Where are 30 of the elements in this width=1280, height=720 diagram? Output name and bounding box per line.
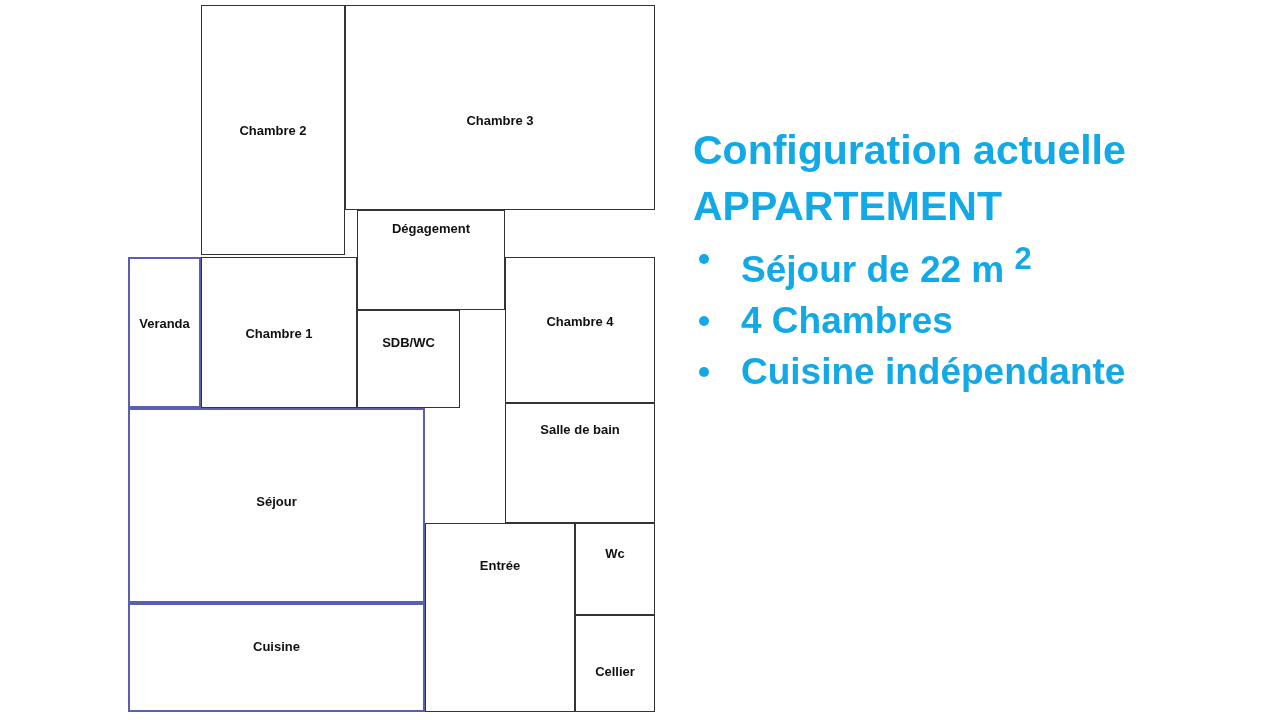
room-outline: [201, 5, 345, 255]
room-label: Cuisine: [252, 639, 301, 654]
room-label: Chambre 2: [238, 123, 308, 138]
title: Configuration actuelle APPARTEMENT: [693, 126, 1127, 231]
room-outline: [505, 403, 655, 523]
room-outline: [201, 257, 357, 408]
room-label: SDB/WC: [381, 335, 436, 350]
room-label: Chambre 1: [244, 326, 314, 341]
room-outline: [575, 615, 655, 712]
list-item-text: 4 Chambres: [741, 300, 953, 342]
room-label: Veranda: [138, 316, 191, 331]
room-outline: [357, 310, 460, 408]
room-outline: [357, 210, 505, 310]
room-label: Cellier: [594, 664, 636, 679]
room-label: Salle de bain: [539, 422, 621, 437]
room-outline: [345, 5, 655, 210]
list-item-text: Cuisine indépendante: [741, 351, 1126, 393]
room-outline: [128, 603, 425, 712]
room-label: Wc: [604, 546, 626, 561]
room-outline: [425, 523, 575, 712]
room-outline: [128, 257, 201, 408]
room-label: Chambre 3: [465, 113, 535, 128]
room-label: Chambre 4: [545, 314, 615, 329]
list-item-text: Séjour de 22 m $^{2}$: [741, 249, 1032, 291]
room-outline: [575, 523, 655, 615]
room-outline: [128, 408, 425, 603]
room-label: Séjour: [255, 494, 298, 509]
room-outline: [505, 257, 655, 403]
room-label: Entrée: [478, 558, 522, 573]
room-label: Dégagement: [391, 221, 471, 236]
